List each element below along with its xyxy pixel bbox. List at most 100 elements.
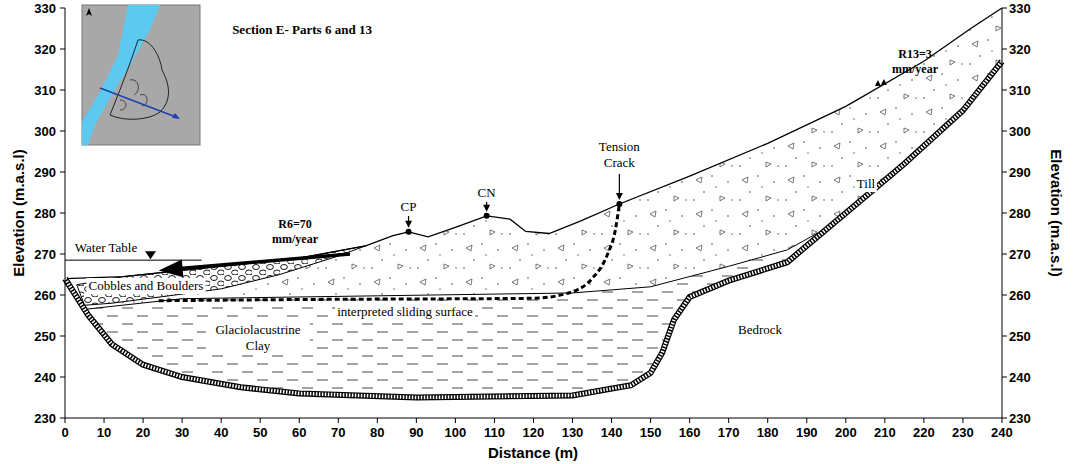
tick-mark	[182, 418, 183, 423]
tick-mark	[689, 418, 690, 423]
rate-label: R13=3 mm/year	[880, 47, 950, 77]
tick-mark	[60, 418, 65, 419]
tick-label: 320	[1009, 42, 1031, 57]
tick-mark	[1002, 49, 1007, 50]
tick-mark	[60, 254, 65, 255]
sliding-surface	[159, 204, 620, 301]
tick-label: 220	[913, 425, 935, 440]
tick-mark	[1002, 254, 1007, 255]
tick-mark	[572, 418, 573, 423]
tick-mark	[60, 49, 65, 50]
tick-label: 170	[718, 425, 740, 440]
movement-arrow	[177, 254, 350, 269]
ground-surface	[65, 8, 1002, 279]
tick-label: 290	[34, 165, 56, 180]
leader-arrowhead	[483, 205, 490, 212]
tick-label: 280	[34, 206, 56, 221]
till-layer	[65, 8, 1002, 398]
tick-label: 240	[1009, 370, 1031, 385]
tick-mark	[455, 418, 456, 423]
bedrock-boundary-hatch	[65, 61, 1002, 397]
tick-label: 30	[175, 425, 189, 440]
inset-landslide	[110, 40, 169, 119]
layer-label: Cobbles and Boulders	[87, 278, 206, 294]
tick-label: 10	[97, 425, 111, 440]
inset-section-arrow	[172, 113, 180, 119]
inset-map	[82, 5, 200, 145]
benchmark-symbol	[875, 79, 887, 86]
survey-point	[484, 213, 490, 219]
tick-mark	[728, 418, 729, 423]
tick-mark	[260, 418, 261, 423]
tick-label: 20	[136, 425, 150, 440]
point-label: CN	[478, 185, 496, 201]
tick-mark	[60, 131, 65, 132]
tick-mark	[60, 295, 65, 296]
tick-mark	[1002, 336, 1007, 337]
tick-mark	[60, 90, 65, 91]
tick-label: 260	[1009, 288, 1031, 303]
tick-mark	[299, 418, 300, 423]
tick-mark	[338, 418, 339, 423]
tick-mark	[767, 418, 768, 423]
tick-label: 200	[835, 425, 857, 440]
tick-label: 140	[601, 425, 623, 440]
tick-label: 150	[640, 425, 662, 440]
leader-arrowhead	[405, 221, 412, 228]
tick-mark	[1002, 418, 1007, 419]
rate-label: R6=70 mm/year	[267, 217, 323, 247]
tick-mark	[806, 418, 807, 423]
tick-label: 0	[61, 425, 68, 440]
tick-mark	[1002, 295, 1007, 296]
tick-mark	[60, 172, 65, 173]
axis-title: Elevation (m.a.s.l)	[10, 149, 27, 277]
tick-mark	[611, 418, 612, 423]
tick-label: 210	[874, 425, 896, 440]
tick-label: 190	[796, 425, 818, 440]
tick-label: 230	[34, 411, 56, 426]
tick-mark	[416, 418, 417, 423]
water-table-symbol	[145, 251, 156, 259]
tick-mark	[845, 418, 846, 423]
tick-mark	[60, 8, 65, 9]
tick-mark	[377, 418, 378, 423]
tick-label: 270	[34, 247, 56, 262]
tick-label: 110	[484, 425, 505, 440]
tick-label: 250	[1009, 329, 1031, 344]
tick-label: 90	[409, 425, 423, 440]
tick-label: 60	[292, 425, 306, 440]
tick-label: 180	[757, 425, 779, 440]
survey-point	[406, 229, 412, 235]
leader-arrowhead	[616, 193, 623, 200]
tick-label: 230	[952, 425, 974, 440]
tick-label: 240	[991, 425, 1013, 440]
tick-label: 80	[370, 425, 384, 440]
tick-mark	[104, 418, 105, 423]
crack-label: Tension Crack	[589, 139, 649, 171]
layer-label: Till	[855, 176, 877, 192]
tick-label: 310	[1009, 83, 1031, 98]
tick-label: 70	[331, 425, 345, 440]
tick-mark	[1002, 8, 1007, 9]
clay-top-line	[85, 226, 831, 309]
bedrock-boundary	[65, 61, 1002, 397]
tick-label: 230	[1009, 411, 1031, 426]
tick-mark	[884, 418, 885, 423]
tick-mark	[923, 418, 924, 423]
point-label: CP	[401, 199, 417, 215]
layer-label: Bedrock	[738, 322, 782, 338]
tick-mark	[533, 418, 534, 423]
inset-parts	[120, 80, 147, 110]
surface-label: interpreted sliding surface	[335, 304, 475, 320]
tick-label: 100	[445, 425, 467, 440]
tick-label: 260	[34, 288, 56, 303]
water-table-label: Water Table	[75, 240, 137, 256]
tick-label: 120	[523, 425, 545, 440]
axis-title: Distance (m)	[488, 444, 578, 461]
tick-label: 310	[34, 83, 56, 98]
inset-river	[82, 5, 160, 145]
clay-layer	[85, 226, 831, 397]
tick-label: 300	[34, 124, 56, 139]
tick-label: 40	[214, 425, 228, 440]
